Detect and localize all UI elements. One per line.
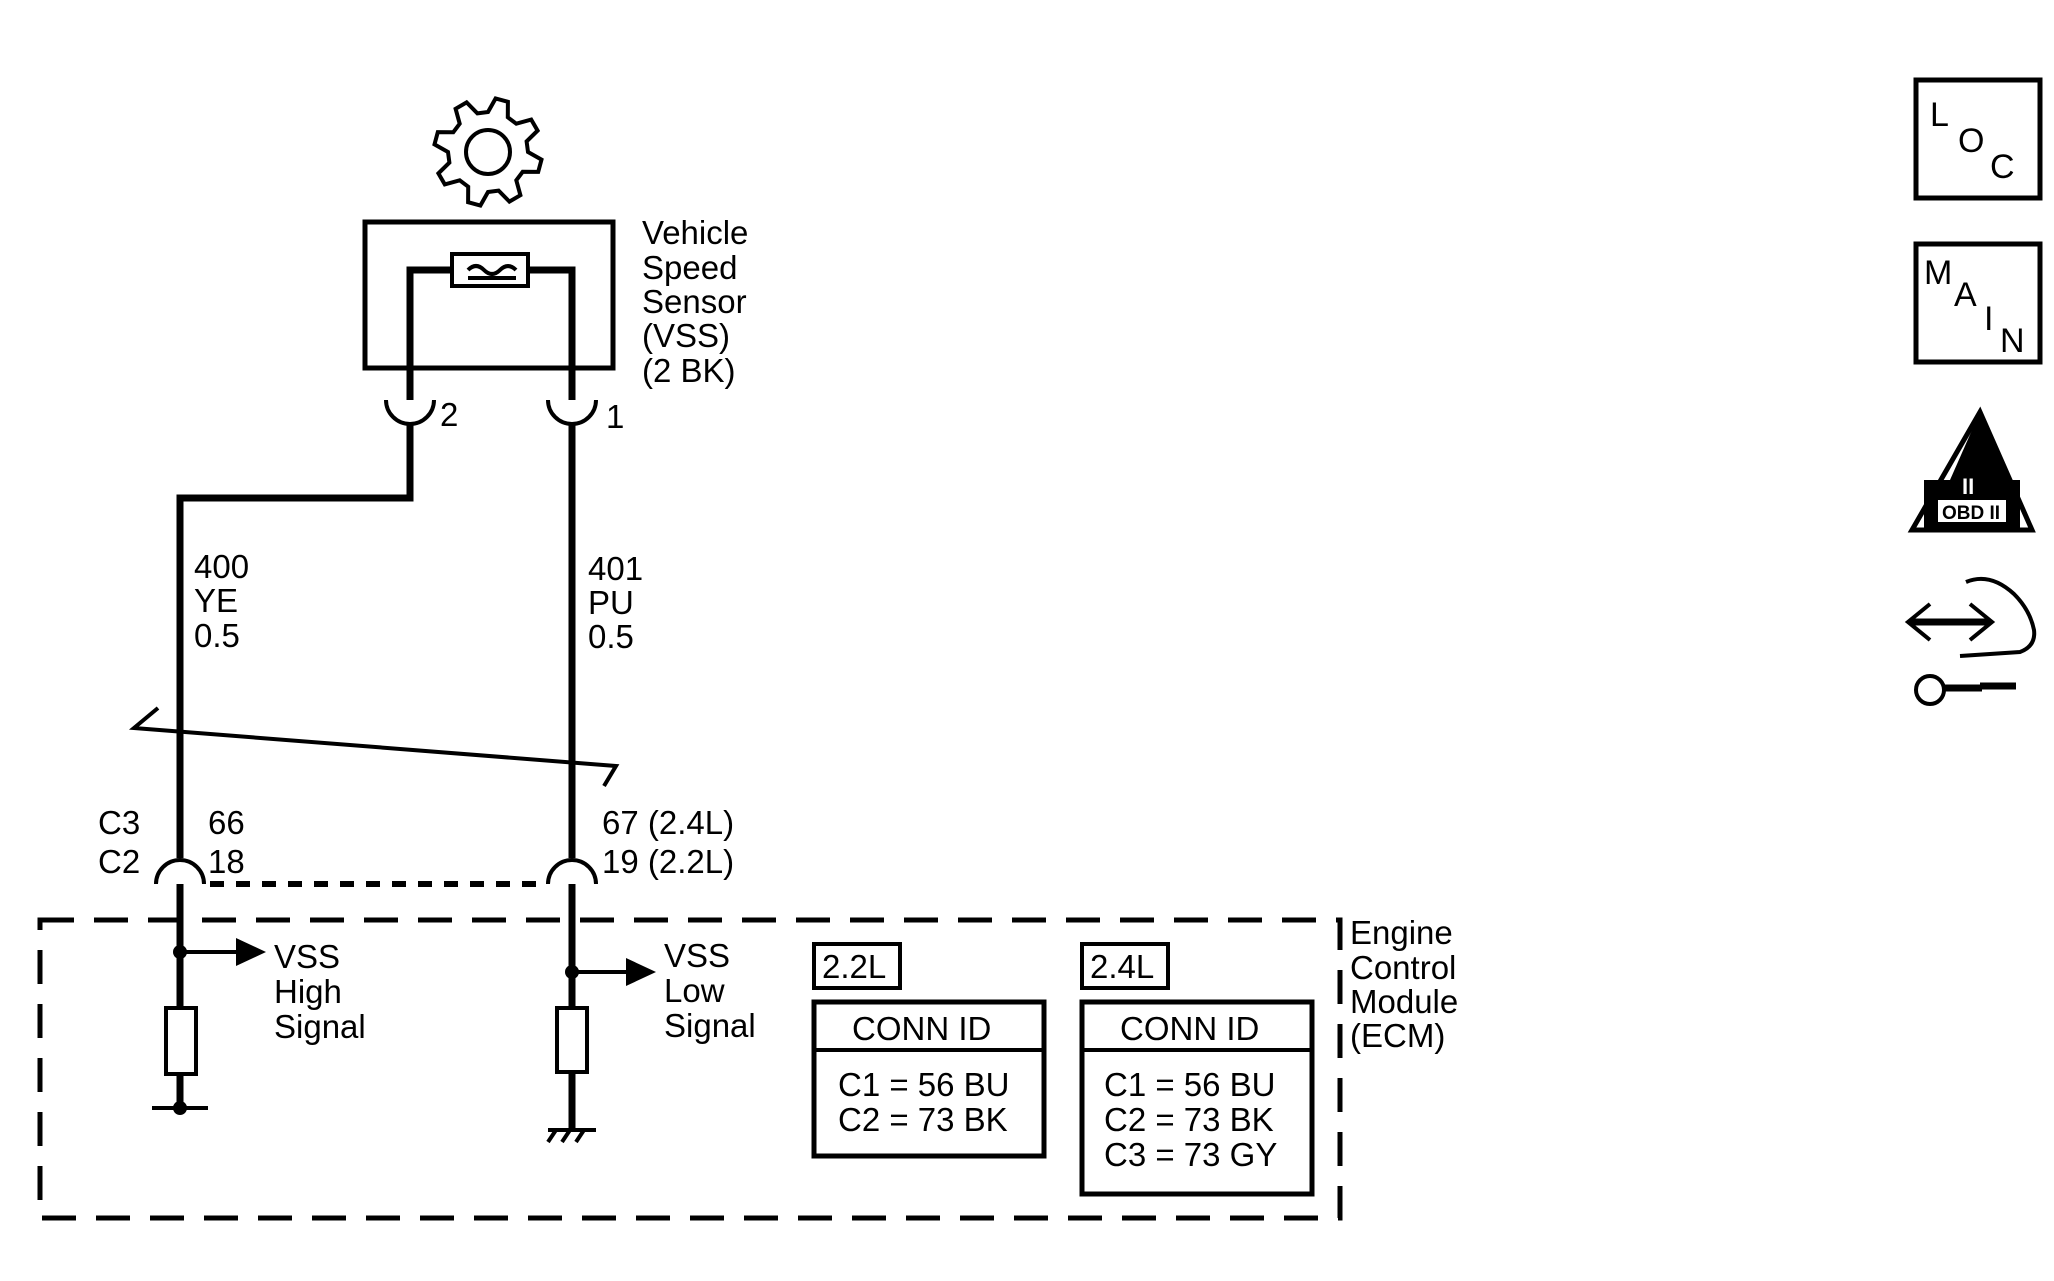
gear-icon	[432, 96, 544, 208]
wire-401-color: PU	[588, 584, 634, 621]
wire-break-line	[128, 706, 620, 788]
vss-low-line-1: VSS	[664, 937, 730, 974]
obd-ii-icon[interactable]: II OBD II	[1907, 406, 2036, 533]
conn-table-2-4l-engine: 2.4L	[1090, 948, 1154, 985]
vss-high-signal-circuit: VSS High Signal	[152, 884, 366, 1115]
sensor-connector: 2 1	[384, 368, 624, 435]
wire-401: 401 PU 0.5	[568, 424, 643, 858]
ecm-left-pin-66: 66	[208, 804, 245, 841]
sensor-name-line-4: (VSS)	[642, 317, 730, 354]
sensor-name-line-2: Speed	[642, 249, 737, 286]
wrench-hand-icon[interactable]	[1904, 577, 2037, 706]
wire-400-circuit: 400	[194, 548, 249, 585]
ecm-name: Engine Control Module (ECM)	[1350, 914, 1458, 1054]
vss-high-line-3: Signal	[274, 1008, 366, 1045]
main-letter-n: N	[2000, 322, 2025, 360]
obd-label: OBD II	[1942, 503, 2000, 524]
ecm-right-pin-19: 19 (2.2L)	[602, 843, 734, 880]
loc-letter-l: L	[1930, 96, 1949, 134]
wire-400-gauge: 0.5	[194, 617, 240, 654]
ecm-right-pin-67: 67 (2.4L)	[602, 804, 734, 841]
conn-table-2-4l-row-1: C1 = 56 BU	[1104, 1066, 1276, 1103]
vss-low-line-3: Signal	[664, 1007, 756, 1044]
ecm-conn-label-c2: C2	[98, 843, 140, 880]
vss-low-line-2: Low	[664, 972, 725, 1009]
vss-low-signal-circuit: VSS Low Signal	[546, 884, 756, 1144]
loc-icon[interactable]: L O C	[1913, 77, 2043, 201]
wire-400-color: YE	[194, 582, 238, 619]
sensor-name-line-1: Vehicle	[642, 214, 748, 251]
vss-high-line-2: High	[274, 973, 342, 1010]
vehicle-speed-sensor: Vehicle Speed Sensor (VSS) (2 BK)	[362, 214, 748, 389]
conn-table-2-2l-header: CONN ID	[852, 1010, 991, 1047]
conn-id-table-2-2l: 2.2L CONN ID C1 = 56 BU C2 = 73 BK	[811, 942, 1047, 1159]
conn-table-2-2l-row-2: C2 = 73 BK	[838, 1101, 1008, 1138]
sensor-pin-1: 1	[606, 398, 624, 435]
conn-table-2-2l-engine: 2.2L	[822, 948, 886, 985]
conn-table-2-4l-header: CONN ID	[1120, 1010, 1259, 1047]
conn-table-2-2l-row-1: C1 = 56 BU	[838, 1066, 1010, 1103]
sensor-name-line-3: Sensor	[642, 283, 747, 320]
main-letter-m: M	[1924, 254, 1952, 292]
obd-numeral: II	[1962, 474, 1974, 499]
wire-401-gauge: 0.5	[588, 618, 634, 655]
ecm-conn-label-c3: C3	[98, 804, 140, 841]
ecm-left-pin-18: 18	[208, 843, 245, 880]
loc-letter-c: C	[1990, 148, 2015, 186]
wire-401-circuit: 401	[588, 550, 643, 587]
main-icon[interactable]: M A I N	[1913, 241, 2043, 365]
ecm-name-line-4: (ECM)	[1350, 1017, 1445, 1054]
wire-400: 400 YE 0.5	[176, 424, 414, 858]
ecm-name-line-3: Module	[1350, 983, 1458, 1020]
ecm-name-line-2: Control	[1350, 949, 1456, 986]
vss-high-line-1: VSS	[274, 938, 340, 975]
conn-id-table-2-4l: 2.4L CONN ID C1 = 56 BU C2 = 73 BK C3 = …	[1079, 942, 1315, 1197]
sensor-pin-2: 2	[440, 396, 458, 433]
ecm-name-line-1: Engine	[1350, 914, 1453, 951]
main-letter-a: A	[1954, 276, 1977, 314]
loc-letter-o: O	[1958, 122, 1984, 160]
sensor-name-line-5: (2 BK)	[642, 352, 736, 389]
conn-table-2-4l-row-3: C3 = 73 GY	[1104, 1136, 1277, 1173]
main-letter-i: I	[1984, 300, 1993, 338]
ecm-connector: C3 C2 66 18 67 (2.4L) 19 (2.2L)	[98, 804, 734, 887]
ecm-boundary	[37, 917, 1343, 1221]
conn-table-2-4l-row-2: C2 = 73 BK	[1104, 1101, 1274, 1138]
